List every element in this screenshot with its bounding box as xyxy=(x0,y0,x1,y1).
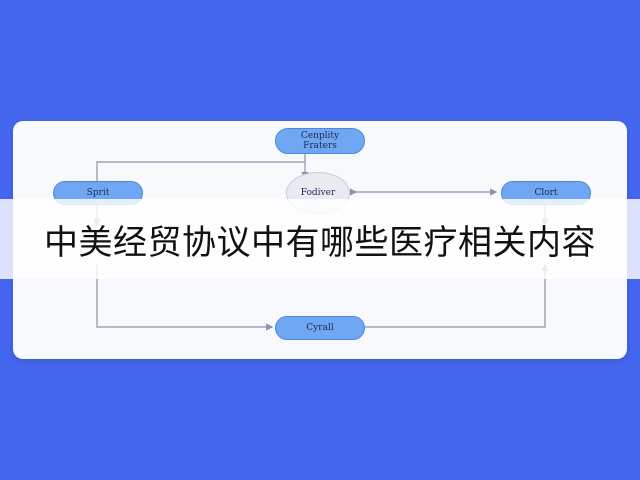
connector-left-bottom xyxy=(96,265,274,331)
connector-left-top xyxy=(96,161,305,182)
banner-title: 中美经贸协议中有哪些医疗相关内容 xyxy=(44,222,596,263)
connector-bottom-right xyxy=(364,263,549,328)
node-top-label: Cenplity Fraters xyxy=(300,131,340,151)
node-right-label: Clort xyxy=(534,188,558,198)
title-banner: 中美经贸协议中有哪些医疗相关内容 xyxy=(0,199,640,279)
node-bottom-label: Cyrall xyxy=(306,323,334,333)
node-top: Cenplity Fraters xyxy=(275,128,365,154)
node-center-label: Fodiver xyxy=(300,188,336,198)
node-bottom: Cyrall xyxy=(275,316,365,340)
node-left-label: Sprit xyxy=(86,188,110,198)
